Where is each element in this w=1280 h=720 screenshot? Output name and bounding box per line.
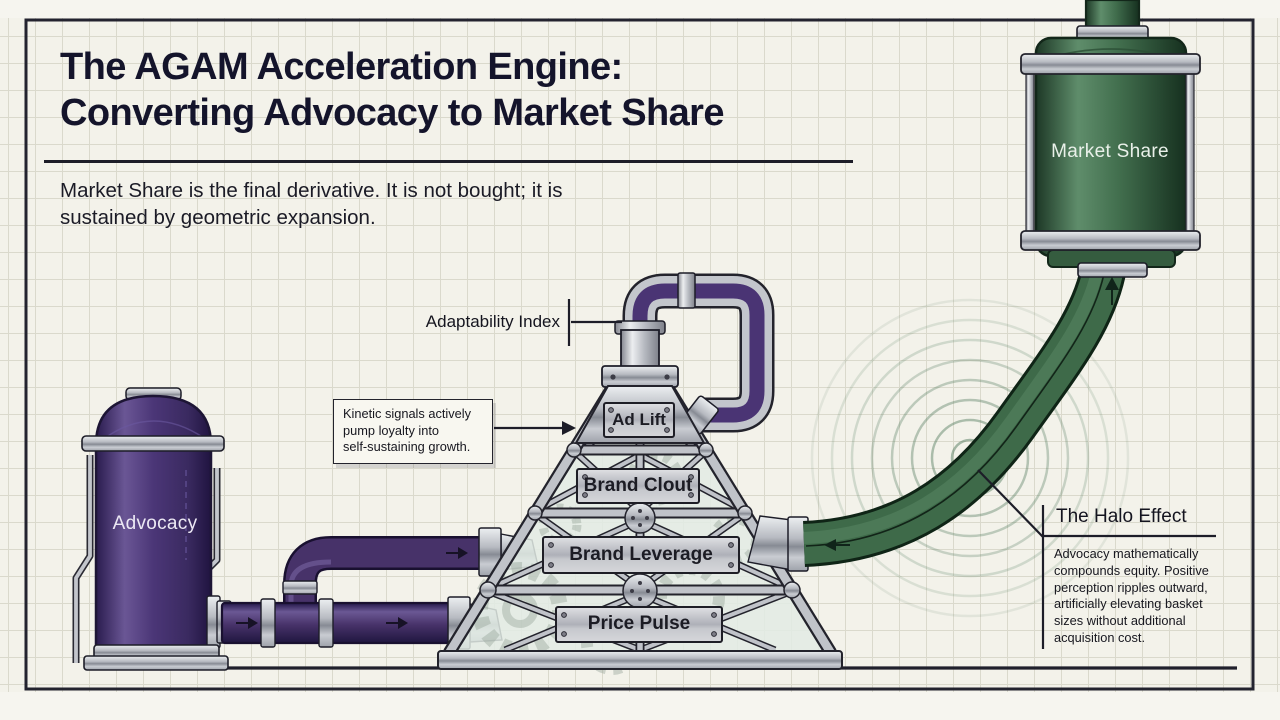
halo-ripples-graphic <box>810 298 1130 618</box>
adaptability-loop-pipe <box>622 272 775 435</box>
pyramid-plates <box>542 402 740 643</box>
halo-line-3: perception ripples outward, <box>1054 579 1208 595</box>
adaptability-index-label: Adaptability Index <box>425 312 560 331</box>
subtitle-line-1: Market Share is the final derivative. It… <box>60 179 563 202</box>
halo-line-4: artificially elevating basket <box>1054 596 1203 612</box>
market-share-tank <box>1020 0 1201 305</box>
market-share-tank-label: Market Share <box>1051 141 1169 162</box>
top-margin <box>0 0 1280 18</box>
bottom-margin <box>0 692 1280 720</box>
advocacy-tank-label: Advocacy <box>112 513 198 534</box>
annotation-lines <box>494 299 1216 649</box>
halo-connector <box>977 469 1044 538</box>
subtitle-line-2: sustained by geometric expansion. <box>60 206 376 230</box>
diagram-frame <box>24 18 1255 691</box>
halo-line-5: sizes without additional <box>1054 613 1186 628</box>
equity-pyramid <box>437 272 843 675</box>
halo-line-2: compounds equity. Positive <box>1054 562 1209 578</box>
advocacy-tank <box>72 387 232 671</box>
title-line-2: Converting Advocacy to Market Share <box>60 92 725 135</box>
plate-label-ad-lift: Ad Lift <box>612 410 666 429</box>
kinetic-signals-callout: Kinetic signals actively pump loyalty in… <box>333 399 493 464</box>
title-line-1: The AGAM Acceleration Engine: <box>60 46 623 88</box>
kinetic-line-2: pump loyalty into <box>343 422 440 438</box>
page-title: The AGAM Acceleration Engine: Converting… <box>60 44 725 137</box>
flow-arrow-up <box>1105 277 1119 305</box>
halo-line-6: acquisition cost. <box>1054 629 1146 645</box>
flow-arrow-green <box>824 539 850 551</box>
halo-line-1: Advocacy mathematically <box>1054 546 1199 561</box>
halo-effect-title: The Halo Effect <box>1056 506 1187 527</box>
halo-effect-body: Advocacy mathematically compounds equity… <box>1054 546 1232 647</box>
plate-screws <box>548 407 734 637</box>
flow-arrows-purple <box>236 547 468 629</box>
kinetic-arrowhead <box>562 421 576 435</box>
subtitle: Market Share is the final derivative. It… <box>60 177 563 232</box>
kinetic-line-3: self-sustaining growth. <box>343 439 471 455</box>
plate-label-brand-clout: Brand Clout <box>583 475 693 496</box>
plate-label-brand-leverage: Brand Leverage <box>569 544 713 565</box>
kinetic-line-1: Kinetic signals actively <box>343 406 472 421</box>
plate-label-price-pulse: Price Pulse <box>587 613 691 634</box>
title-divider <box>44 160 853 163</box>
market-share-pipe <box>747 250 1126 572</box>
